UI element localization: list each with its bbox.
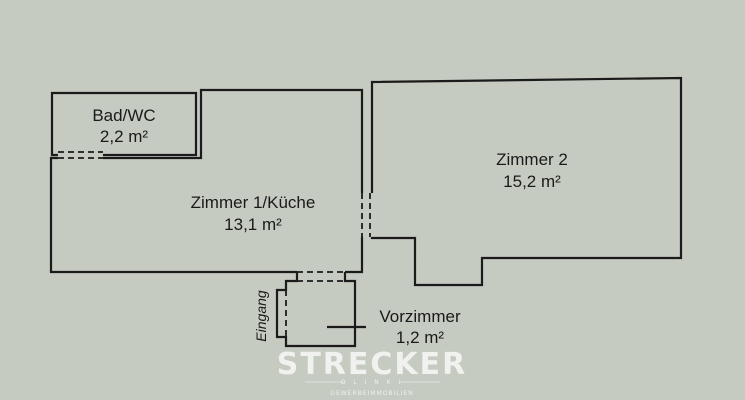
room-bad-wc: Bad/WC 2,2 m²: [50, 91, 198, 159]
room-zimmer-1: Zimmer 1/Küche 13,1 m²: [49, 88, 371, 274]
room-label: Zimmer 2: [496, 150, 568, 169]
room-label: Vorzimmer: [379, 307, 461, 326]
room-zimmer-2: Zimmer 2 15,2 m²: [370, 76, 683, 287]
room-label: Bad/WC: [92, 106, 155, 125]
room-vorzimmer: Vorzimmer 1,2 m² Eingang: [253, 271, 461, 348]
watermark-brand: STRECKER: [277, 347, 468, 382]
watermark-tagline: GEWERBEIMMOBILIEN: [330, 390, 413, 397]
room-label: Zimmer 1/Küche: [191, 193, 316, 212]
watermark-logo: STRECKER O L I N K I GEWERBEIMMOBILIEN: [277, 347, 468, 397]
room-area: 2,2 m²: [100, 127, 149, 146]
room-area: 15,2 m²: [503, 172, 561, 191]
entrance-label: Eingang: [253, 290, 269, 342]
watermark-sub: O L I N K I: [341, 379, 404, 386]
room-area: 1,2 m²: [396, 328, 445, 347]
room-area: 13,1 m²: [224, 215, 282, 234]
